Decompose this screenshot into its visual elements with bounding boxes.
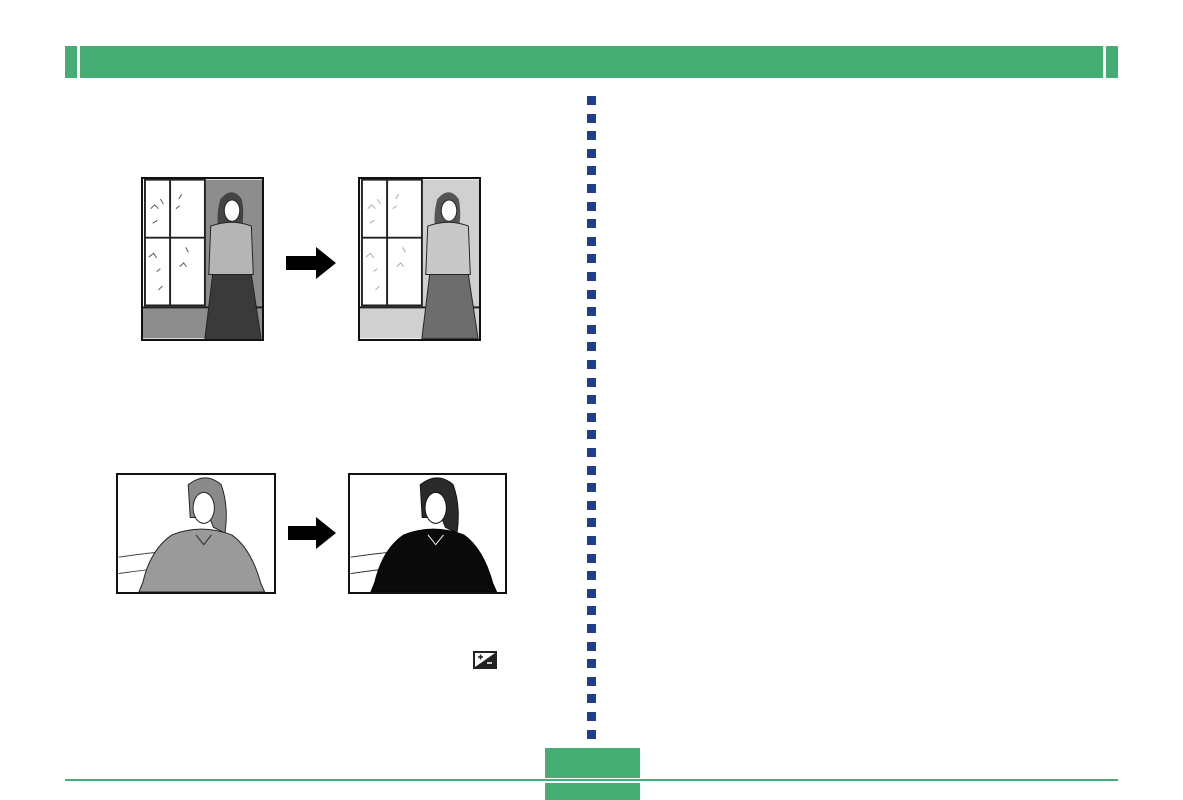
photo-window-after [358,177,481,341]
divider-dot [587,413,596,422]
photo-portrait-after [348,473,507,594]
divider-dot [587,624,596,633]
divider-dot [587,642,596,651]
page-number-tab [545,748,640,778]
divider-dot [587,606,596,615]
divider-dot [587,395,596,404]
divider-dot [587,325,596,334]
divider-dot [587,501,596,510]
ev-compensation-icon [473,651,497,669]
divider-dot [587,114,596,123]
divider-dot [587,290,596,299]
footer-tab-base [545,783,640,800]
header-bar [65,46,1118,78]
divider-dot [587,184,596,193]
divider-dot [587,272,596,281]
divider-dot [587,536,596,545]
header-stripe-left [77,46,80,78]
divider-dot [587,730,596,739]
divider-dot [587,589,596,598]
divider-dot [587,430,596,439]
divider-dot [587,166,596,175]
divider-dot [587,202,596,211]
arrow-right-icon [286,247,336,279]
divider-dot [587,518,596,527]
divider-dot [587,219,596,228]
woman-portrait-darkened-photo [350,475,505,592]
divider-dot [587,571,596,580]
divider-dot [587,694,596,703]
divider-dot [587,712,596,721]
woman-at-window-lightened-photo [360,179,479,339]
column-divider [587,96,596,741]
divider-dot [587,342,596,351]
photo-window-before [141,177,264,341]
divider-dot [587,483,596,492]
header-stripe-right [1103,46,1106,78]
divider-dot [587,448,596,457]
arrow-right-icon [288,517,336,549]
divider-dot [587,554,596,563]
divider-dot [587,659,596,668]
divider-dot [587,360,596,369]
divider-dot [587,466,596,475]
divider-dot [587,378,596,387]
footer-line [65,779,1118,781]
divider-dot [587,149,596,158]
divider-dot [587,307,596,316]
divider-dot [587,131,596,140]
photo-portrait-before [116,473,276,594]
woman-at-window-dark-photo [143,179,262,339]
woman-portrait-light-photo [118,475,274,592]
divider-dot [587,237,596,246]
divider-dot [587,96,596,105]
divider-dot [587,677,596,686]
divider-dot [587,254,596,263]
